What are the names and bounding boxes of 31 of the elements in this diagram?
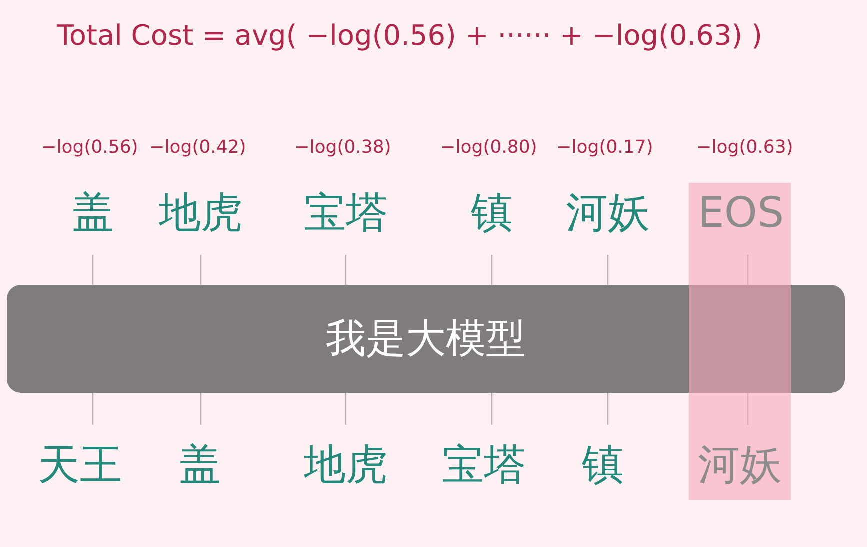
log-prob-label: −log(0.63)	[696, 136, 794, 160]
log-prob-label: −log(0.17)	[556, 136, 654, 160]
token-text: 地虎	[159, 188, 243, 238]
token-text: 天王	[38, 440, 122, 490]
connector-line	[92, 393, 94, 425]
token-text: 地虎	[304, 440, 388, 490]
log-prob-label: −log(0.38)	[294, 136, 392, 160]
formula-title: Total Cost = avg( −log(0.56) + ······ + −log(0.63) )	[57, 18, 763, 54]
token-text: 宝塔	[442, 440, 526, 490]
connector-line	[200, 393, 202, 425]
connector-line	[491, 255, 493, 285]
token-text: 盖	[179, 440, 221, 490]
token-text: 宝塔	[304, 188, 388, 238]
token-text: 镇	[471, 188, 513, 238]
log-prob-label: −log(0.56)	[42, 136, 138, 160]
token-text: 盖	[72, 188, 114, 238]
log-prob-label: −log(0.42)	[150, 136, 246, 160]
model-label: 我是大模型	[326, 319, 526, 359]
token-text: 镇	[582, 440, 624, 490]
token-text: 河妖	[566, 188, 650, 238]
token-text: 河妖	[698, 440, 782, 490]
log-prob-label: −log(0.80)	[440, 136, 538, 160]
connector-line	[607, 255, 609, 285]
connector-line	[345, 255, 347, 285]
connector-line	[345, 393, 347, 425]
connector-line	[200, 255, 202, 285]
token-text: EOS	[698, 188, 784, 238]
connector-line	[607, 393, 609, 425]
connector-line	[92, 255, 94, 285]
model-box	[7, 285, 845, 393]
connector-line	[491, 393, 493, 425]
